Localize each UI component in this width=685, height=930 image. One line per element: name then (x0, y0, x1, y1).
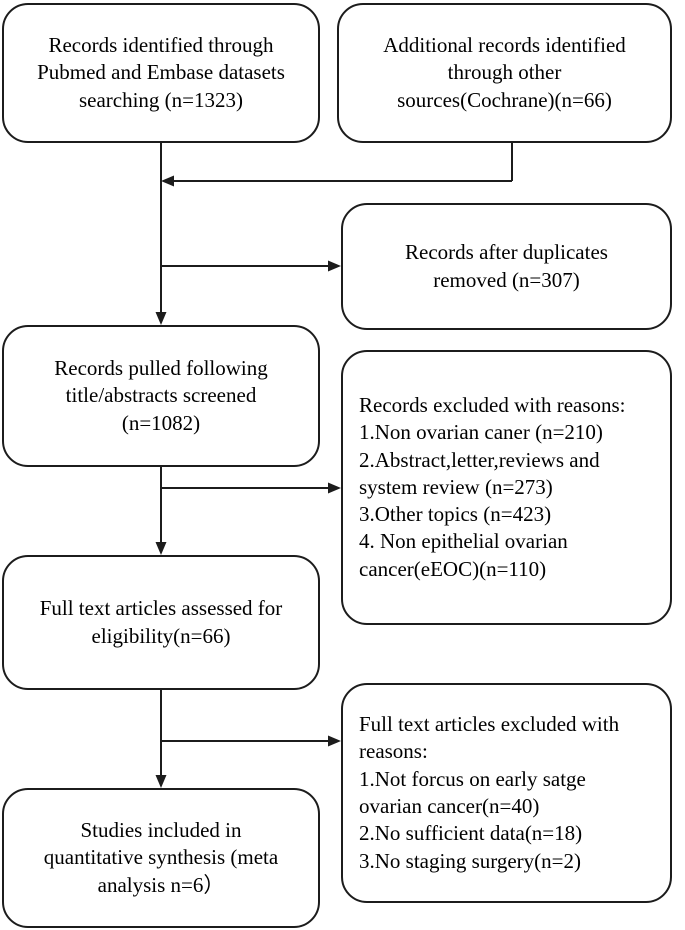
node-fulltext-assessed-line-1: Full text articles assessed for (39, 596, 283, 621)
node-additional-records-line-3: sources(Cochrane)(n=66) (397, 87, 612, 112)
arrowhead-into-records-screened (155, 312, 167, 325)
node-fulltext-excluded-line-6: 3.No staging surgery(n=2) (359, 848, 582, 873)
node-fulltext-assessed: Full text articles assessed for eligibil… (2, 555, 320, 690)
node-fulltext-excluded-line-1: Full text articles excluded with (359, 712, 620, 737)
node-records-identified-line-3: searching (n=1323) (78, 87, 244, 112)
node-records-screened-line-2: title/abstracts screened (65, 383, 257, 408)
node-records-excluded-line-1: Records excluded with reasons: (359, 392, 626, 417)
node-fulltext-excluded-line-3: 1.Not forcus on early satge (359, 766, 586, 791)
node-records-excluded-line-6: 4. Non epithelial ovarian (359, 529, 568, 554)
arrowhead-into-trunk (161, 175, 174, 187)
node-fulltext-excluded-line-4: ovarian cancer(n=40) (359, 794, 540, 818)
node-records-screened: Records pulled following title/abstracts… (2, 325, 320, 467)
node-records-screened-line-1: Records pulled following (54, 356, 268, 381)
node-records-excluded-line-5: 3.Other topics (n=423) (359, 502, 552, 527)
node-records-excluded: Records excluded with reasons: 1.Non ova… (341, 350, 672, 625)
node-additional-records: Additional records identified through ot… (337, 3, 672, 143)
node-records-identified-line-1: Records identified through (48, 33, 274, 58)
node-records-excluded-line-2: 1.Non ovarian caner (n=210) (359, 420, 603, 445)
node-additional-records-line-1: Additional records identified (383, 33, 626, 58)
node-fulltext-excluded-line-5: 2.No sufficient data(n=18) (359, 821, 583, 846)
node-duplicates-removed: Records after duplicates removed (n=307) (341, 203, 672, 330)
node-fulltext-assessed-line-2: eligibility(n=66) (91, 623, 231, 648)
node-duplicates-removed-line-1: Records after duplicates (405, 240, 608, 265)
node-duplicates-removed-line-2: removed (n=307) (433, 267, 580, 292)
node-records-excluded-line-3: 2.Abstract,letter,reviews and (359, 447, 600, 472)
node-studies-included: Studies included in quantitative synthes… (2, 788, 320, 928)
node-records-screened-line-3: (n=1082) (121, 410, 201, 435)
node-additional-records-line-2: through other (447, 60, 562, 85)
arrowhead-into-fulltext-assessed (155, 542, 167, 555)
arrowhead-into-records-excluded (328, 482, 341, 494)
node-records-excluded-line-7: cancer(eEOC)(n=110) (359, 556, 547, 581)
arrowhead-into-studies-included (155, 775, 167, 788)
node-studies-included-line-1: Studies included in (80, 818, 242, 843)
node-studies-included-line-2: quantitative synthesis (meta (43, 845, 279, 870)
node-studies-included-line-3: analysis n=6） (97, 872, 225, 897)
node-records-identified: Records identified through Pubmed and Em… (2, 3, 320, 143)
node-fulltext-excluded: Full text articles excluded with reasons… (341, 683, 672, 903)
node-fulltext-excluded-line-2: reasons: (359, 739, 428, 764)
arrowhead-into-fulltext-excluded (328, 735, 341, 747)
node-records-excluded-line-4: system review (n=273) (359, 474, 553, 499)
node-records-identified-line-2: Pubmed and Embase datasets (37, 60, 285, 85)
arrowhead-into-duplicates (328, 260, 341, 272)
